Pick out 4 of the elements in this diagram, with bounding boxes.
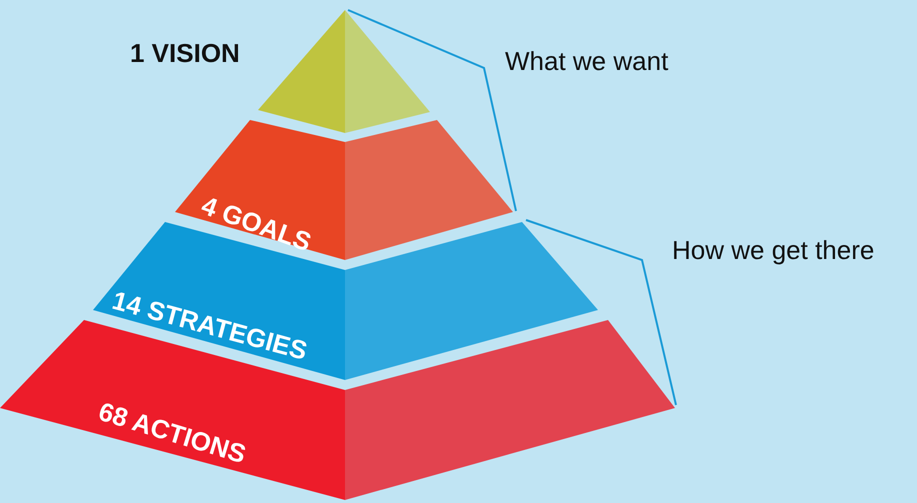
tier-label: 1 VISION: [130, 38, 240, 69]
bracket-label: What we want: [505, 46, 668, 77]
bracket-label: How we get there: [672, 235, 874, 266]
pyramid-tier: [175, 118, 515, 262]
